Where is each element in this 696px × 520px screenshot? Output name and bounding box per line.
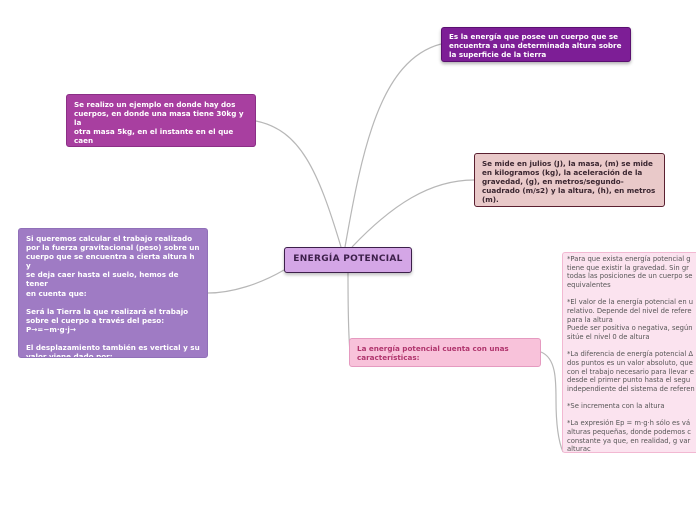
topic-example-masses[interactable]: Se realizo un ejemplo en donde hay dos c… xyxy=(66,94,256,147)
connector-work xyxy=(207,269,285,294)
connector-details xyxy=(540,351,564,453)
topic-definition[interactable]: Es la energía que posee un cuerpo que se… xyxy=(441,27,631,62)
connector-units xyxy=(351,179,475,248)
connector-definition xyxy=(344,43,442,248)
central-topic-energia-potencial[interactable]: ENERGÍA POTENCIAL xyxy=(284,247,412,273)
topic-characteristics[interactable]: La energía potencial cuenta con unas car… xyxy=(349,338,541,367)
topic-gravitational-work[interactable]: Si queremos calcular el trabajo realizad… xyxy=(18,228,208,358)
connector-example xyxy=(255,120,342,248)
subtopic-characteristics-details[interactable]: *Para que exista energía potencial g tie… xyxy=(562,252,696,453)
topic-units[interactable]: Se mide en julios (J), la masa, (m) se m… xyxy=(474,153,665,207)
